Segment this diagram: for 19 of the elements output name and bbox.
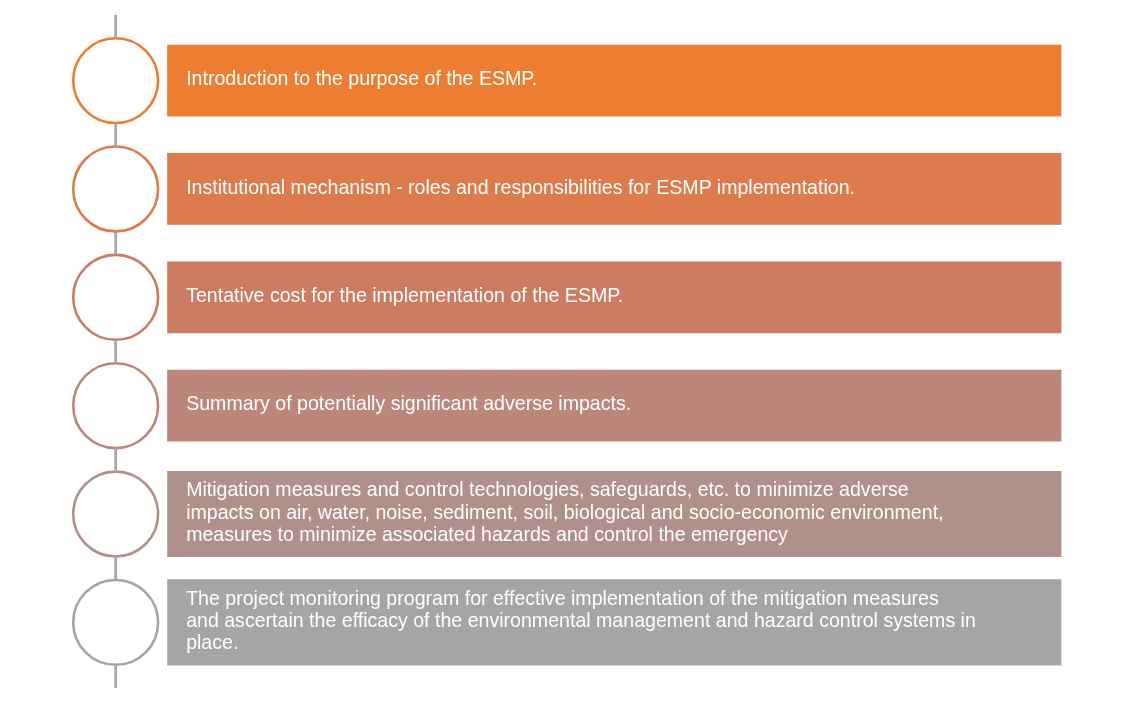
node-box: Introduction to the purpose of the ESMP. (166, 44, 1061, 117)
connector (113, 14, 117, 38)
node-box: Institutional mechanism - roles and responsibilities for ESMP implementation. (166, 153, 1061, 225)
connector (113, 231, 117, 255)
node-circle (71, 361, 159, 450)
connector (113, 664, 117, 689)
node-circle (71, 36, 159, 125)
node-circle (71, 578, 159, 667)
node-circle (71, 145, 159, 233)
connector (113, 339, 117, 364)
node-circle (71, 253, 159, 342)
connector (113, 556, 117, 580)
node-circle (71, 470, 159, 558)
node-box: The project monitoring program for effective implementation of the mitigation measures and ascertain the efficacy of the environmental management and hazard control systems in place. (166, 579, 1061, 666)
node-box: Summary of potentially significant adverse impacts. (166, 369, 1061, 442)
connector (113, 123, 117, 147)
node-box: Mitigation measures and control technologies, safeguards, etc. to minimize adverse impacts on air, water, noise, sediment, soil, biological and socio-economic environment, measures to minimize associated hazards and control the emergency (166, 470, 1061, 558)
connector (113, 448, 117, 472)
node-box: Tentative cost for the implementation of the ESMP. (166, 261, 1061, 334)
